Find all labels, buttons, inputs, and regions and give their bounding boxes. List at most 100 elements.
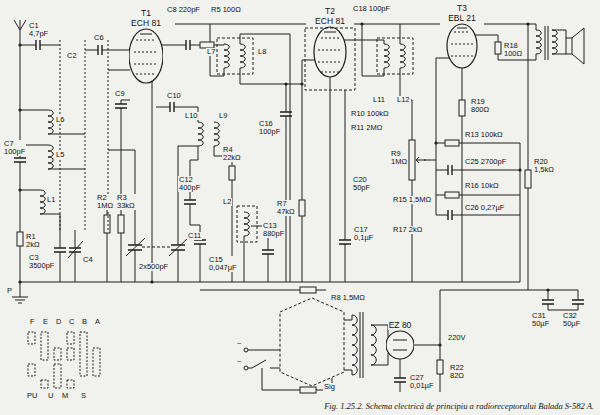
- component-label: R16 10kΩ: [464, 182, 500, 190]
- component-label: R8 1,5MΩ: [330, 294, 366, 302]
- component-label: R11 2MΩ: [350, 124, 383, 132]
- vacuum-tube: T1ECH 81: [129, 9, 163, 84]
- junction-dot: [18, 43, 21, 46]
- component-label: L6: [55, 116, 65, 124]
- component-label: R2 1MΩ: [96, 194, 114, 210]
- component-label: C11: [187, 232, 202, 240]
- resistor-symbol: [299, 200, 305, 216]
- component-label: C12 400pF: [178, 176, 201, 192]
- switch-contact-mark: [67, 348, 74, 360]
- component-label: R19 800Ω: [470, 98, 490, 114]
- tube-envelope: [313, 26, 347, 78]
- component-label: U: [47, 392, 54, 400]
- resistor-symbol: [229, 166, 235, 180]
- switch-contact-mark: [41, 332, 48, 360]
- shield-outline: [217, 28, 413, 242]
- switch-contact-mark: [80, 332, 87, 376]
- resistor-symbol: [437, 360, 443, 374]
- component-label: E: [42, 318, 49, 326]
- tube-envelope: [447, 24, 477, 68]
- component-label: R5 100Ω: [210, 6, 242, 14]
- junction-dot: [526, 22, 529, 25]
- component-label: C13 880pF: [262, 222, 285, 238]
- component-label: L8: [257, 48, 267, 56]
- speaker-symbol: [572, 28, 584, 64]
- component-label: R15 1,5MΩ: [392, 196, 432, 204]
- component-label: R7 47kΩ: [276, 200, 296, 216]
- switch-contact-mark: [54, 364, 61, 388]
- switch-contact-mark: [93, 348, 100, 376]
- component-label: R1 2kΩ: [25, 233, 41, 249]
- component-label: L11: [372, 96, 386, 104]
- plug-pin: [244, 366, 248, 370]
- component-label: C27 0,01µF: [409, 374, 435, 390]
- junction-dot: [360, 22, 363, 25]
- component-label: R22 82Ω: [449, 364, 465, 380]
- vacuum-tube: EZ 80: [386, 321, 414, 360]
- component-label: ~: [236, 340, 242, 348]
- component-label: L10: [184, 112, 199, 120]
- junction-dot: [150, 280, 153, 283]
- tube-label: T3: [456, 4, 468, 13]
- tube-envelope: [386, 331, 414, 359]
- junction-dot: [518, 168, 521, 171]
- wire: [20, 24, 578, 392]
- speaker-symbol: [566, 38, 572, 54]
- junction-dot: [18, 280, 21, 283]
- figure-caption: Fig. 1.25.2. Schema electrică de princip…: [324, 401, 594, 411]
- component-label: C7 100pF: [3, 140, 26, 156]
- component-label: C8 220pF: [166, 6, 201, 14]
- component-label: R17 2kΩ: [392, 226, 423, 234]
- resistor-symbol: [445, 140, 459, 146]
- component-label: Sig: [323, 383, 336, 391]
- switch-contact-mark: [28, 332, 35, 344]
- component-label: C10: [166, 92, 182, 100]
- vacuum-tube: T2ECH 81: [313, 7, 347, 78]
- component-label: R18 100Ω: [503, 42, 523, 58]
- coil-symbol: [40, 30, 557, 375]
- component-label: R20 1,5kΩ: [533, 158, 555, 174]
- vacuum-tube: T3EBL 21: [446, 4, 478, 69]
- component-label: C16 100pF: [258, 120, 281, 136]
- tube-label: EZ 80: [388, 321, 413, 330]
- voltage-selector: [280, 298, 344, 386]
- tube-label: T1: [140, 9, 152, 18]
- resistor-symbol: [525, 170, 531, 188]
- tube-label: EBL 21: [447, 14, 477, 23]
- component-label: L5: [55, 151, 65, 159]
- resistor-symbol: [459, 100, 465, 116]
- plug-pin: [244, 348, 248, 352]
- junction-dot: [300, 82, 303, 85]
- trimmer-arrow: [68, 157, 426, 258]
- component-label: L1: [46, 196, 56, 204]
- component-label: S: [80, 392, 87, 400]
- capacitor-symbol: [14, 40, 584, 382]
- fuse-symbol: [300, 387, 316, 393]
- switch-contact-mark: [67, 380, 74, 388]
- resistor-symbol: [118, 215, 124, 233]
- component-label: C20 50pF: [352, 176, 371, 192]
- component-label: C25 2700pF: [464, 158, 507, 166]
- resistor-symbol: [300, 287, 316, 293]
- tube-label: ECH 81: [314, 17, 346, 26]
- component-label: R13 100kΩ: [464, 131, 504, 139]
- switch-contact-mark: [28, 364, 35, 376]
- component-label: C1 4,7pF: [28, 22, 49, 38]
- component-label: D: [55, 318, 62, 326]
- resistor-symbol: [17, 232, 23, 246]
- component-label: C31 50µF: [531, 312, 550, 328]
- component-label: ~: [236, 358, 242, 366]
- junction-dot: [546, 288, 549, 291]
- tube-envelope: [129, 29, 163, 83]
- component-label: L2: [222, 198, 232, 206]
- tube-envelope: [129, 28, 163, 84]
- component-label: C4: [82, 256, 94, 264]
- component-label: 2x500pF: [138, 263, 169, 271]
- junction-dot: [18, 108, 21, 111]
- junction-dot: [18, 22, 549, 346]
- component-label: C: [68, 318, 75, 326]
- component-label: M: [61, 392, 69, 400]
